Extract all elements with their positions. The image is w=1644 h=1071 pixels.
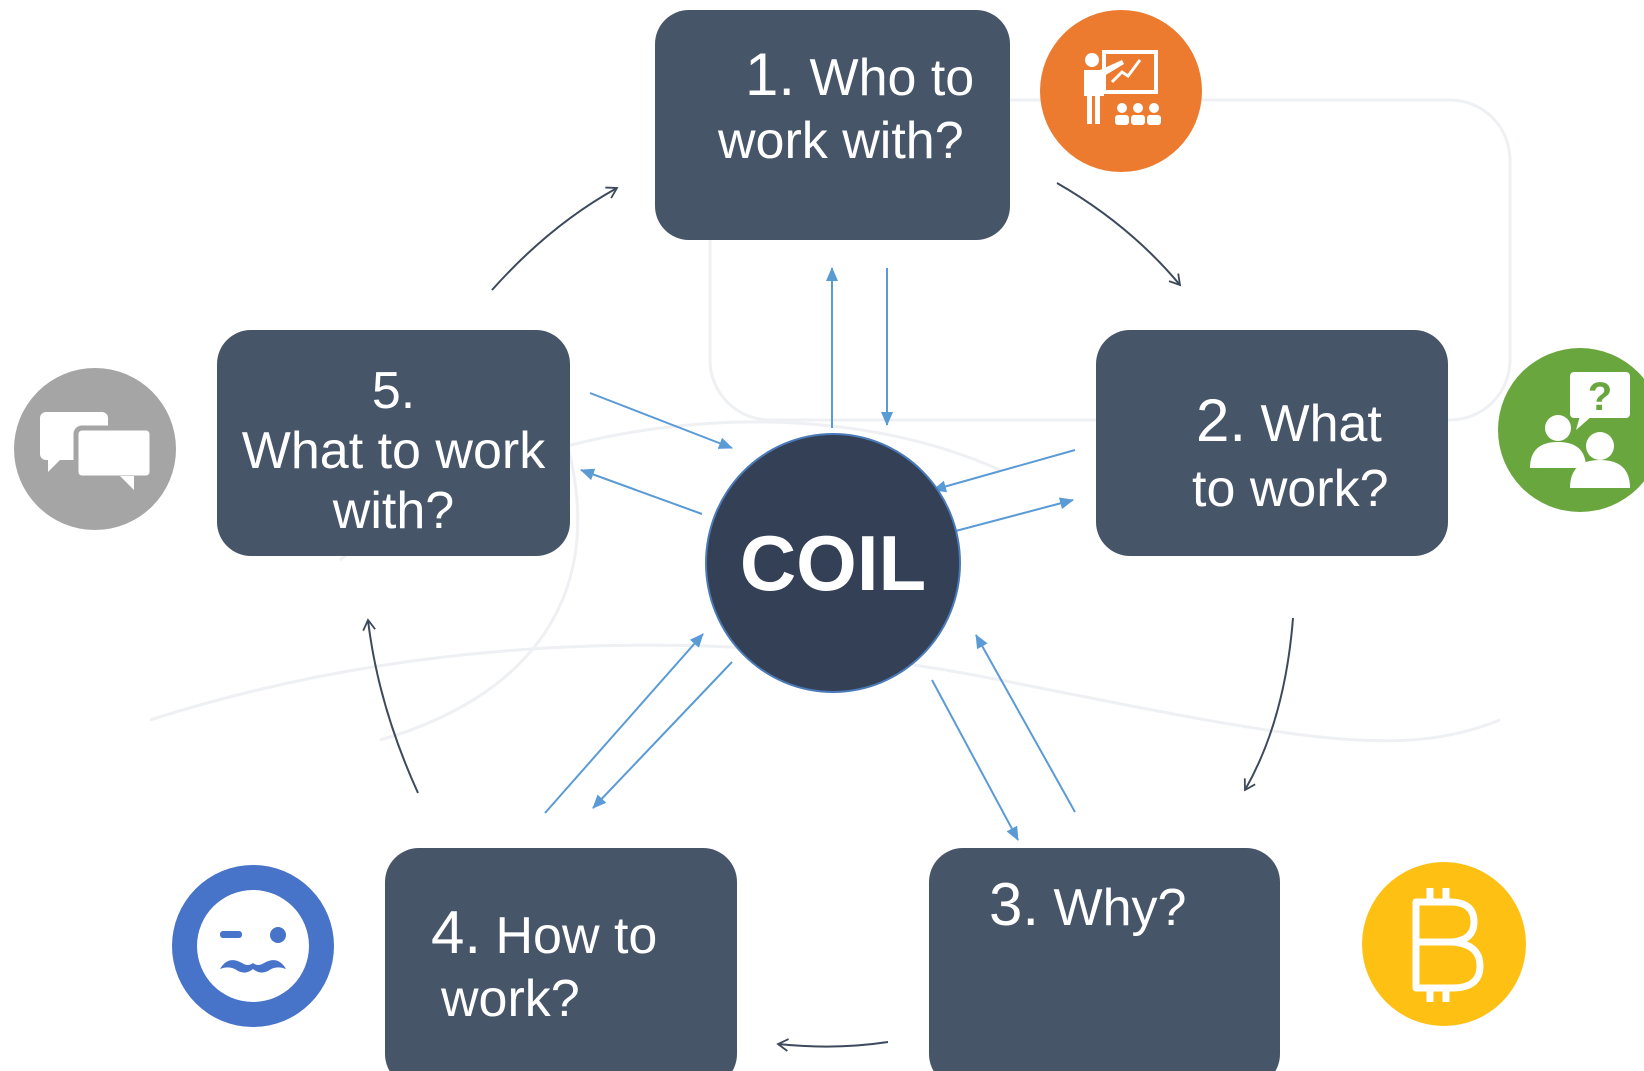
step-5-box: 5. What to work with? bbox=[217, 330, 570, 556]
cycle-arrow-3-to-4 bbox=[776, 1038, 889, 1052]
step-1-title-line-1: 1. Who to bbox=[745, 44, 974, 109]
step-4-number: 4. bbox=[431, 899, 482, 966]
step-2-number: 2. bbox=[1196, 387, 1247, 454]
step-1-box: 1. Who to work with? bbox=[655, 10, 1010, 240]
cycle-arrow-1-to-2 bbox=[1056, 182, 1182, 287]
cycle-arrow-5-to-1 bbox=[491, 186, 619, 291]
spoke-arrow-center-to-3 bbox=[931, 679, 1019, 841]
spoke-arrow-center-to-5 bbox=[580, 468, 703, 515]
step-2-title-line-1: 2. What bbox=[1196, 390, 1382, 455]
step-4-text: How to bbox=[481, 907, 658, 965]
step-2-box: 2. What to work? bbox=[1096, 330, 1448, 556]
spoke-arrow-4-to-center bbox=[544, 633, 704, 814]
spoke-arrow-center-to-2 bbox=[947, 497, 1074, 534]
spoke-arrow-2-to-center bbox=[932, 449, 1076, 493]
step-3-box: 3. Why? bbox=[929, 848, 1280, 1071]
step-1-number: 1. bbox=[745, 41, 796, 108]
step-1-text: Who to bbox=[795, 49, 975, 107]
center-label: COIL bbox=[739, 518, 927, 607]
step-4-box: 4. How to work? bbox=[385, 848, 737, 1071]
step-5-title-line-1: What to work bbox=[241, 422, 546, 480]
step-4-title-line-2: work? bbox=[441, 970, 580, 1028]
step-5-title-line-2: with? bbox=[332, 482, 455, 540]
center-coil-node: COIL bbox=[705, 433, 961, 693]
step-5-number: 5. bbox=[371, 362, 416, 420]
bitcoin-icon bbox=[1362, 862, 1526, 1026]
spoke-arrow-center-to-4 bbox=[592, 661, 733, 809]
cycle-arrow-2-to-3 bbox=[1243, 617, 1294, 792]
step-2-text: What bbox=[1246, 395, 1382, 453]
people-question-icon: ? bbox=[1498, 348, 1644, 512]
step-2-title-line-2: to work? bbox=[1192, 460, 1389, 518]
cycle-arrow-4-to-5 bbox=[362, 618, 419, 794]
chat-bubbles-icon bbox=[14, 368, 176, 530]
spoke-arrow-3-to-center bbox=[975, 634, 1076, 813]
spoke-arrow-5-to-center bbox=[589, 392, 733, 449]
winking-face-mustache-icon bbox=[172, 865, 334, 1027]
step-4-title-line-1: 4. How to bbox=[431, 902, 657, 967]
svg-text:?: ? bbox=[1588, 375, 1612, 419]
step-3-title-line-1: 3. Why? bbox=[989, 874, 1186, 939]
teacher-presentation-icon bbox=[1040, 10, 1202, 172]
step-3-number: 3. bbox=[989, 871, 1040, 938]
step-3-text: Why? bbox=[1039, 879, 1187, 937]
step-1-title-line-2: work with? bbox=[718, 112, 964, 170]
